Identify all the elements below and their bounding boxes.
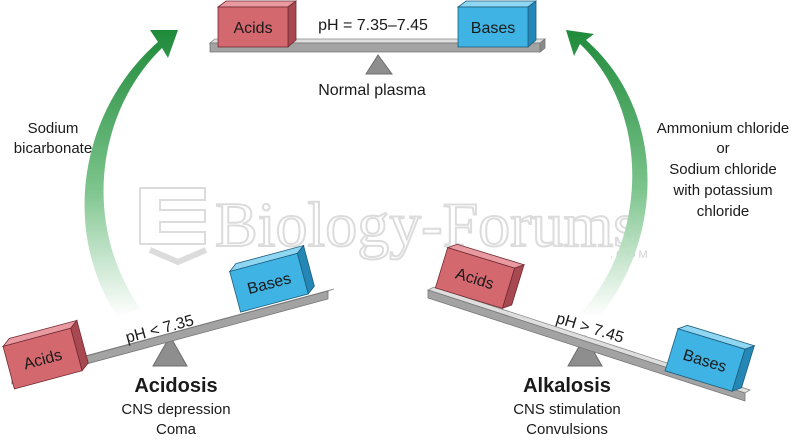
left-treatment-label: Sodium bicarbonate	[14, 120, 92, 157]
right-treatment-line-5: chloride	[697, 203, 750, 220]
alkalosis-balance: Acids Bases pH > 7.45 Alkalosis CNS stim…	[426, 243, 756, 438]
acidosis-title: Acidosis	[134, 375, 217, 397]
left-treatment-line-1: Sodium	[28, 120, 79, 137]
right-treatment-label: Ammonium chloride or Sodium chloride wit…	[657, 120, 790, 220]
right-treatment-line-4: with potassium	[672, 182, 772, 199]
alkalosis-title: Alkalosis	[523, 375, 611, 397]
alkalosis-effect-1: CNS stimulation	[513, 401, 621, 418]
acidosis-effect-2: Coma	[156, 421, 197, 438]
acids-label: Acids	[233, 20, 272, 37]
left-arrow-icon	[84, 30, 178, 318]
bases-box: Bases	[664, 324, 756, 392]
normal-balance: Acids Bases pH = 7.35–7.45 Normal plasma	[208, 0, 547, 99]
left-treatment-line-2: bicarbonate	[14, 140, 92, 157]
normal-plasma-caption: Normal plasma	[318, 82, 426, 99]
fulcrum	[152, 334, 188, 367]
watermark-logo-icon	[139, 187, 208, 266]
right-treatment-line-1: Ammonium chloride	[657, 120, 790, 137]
acids-box: Acids	[216, 0, 298, 48]
watermark-text: Biology-Forums	[215, 189, 638, 260]
bases-label: Bases	[471, 20, 515, 37]
alkalosis-effect-2: Convulsions	[526, 421, 608, 438]
bases-box: Bases	[456, 0, 538, 48]
acids-box: Acids	[434, 243, 526, 309]
fulcrum	[365, 54, 393, 75]
ph-label: pH = 7.35–7.45	[318, 17, 428, 34]
watermark: Biology-Forums .COM	[139, 187, 648, 266]
acidosis-balance: Acids Bases pH < 7.35 Acidosis CNS depre…	[1, 244, 335, 438]
right-treatment-line-2: or	[716, 140, 729, 157]
acidosis-effect-1: CNS depression	[121, 401, 230, 418]
right-treatment-line-3: Sodium chloride	[669, 161, 777, 178]
acids-box: Acids	[1, 319, 89, 390]
bases-box: Bases	[228, 244, 315, 313]
right-arrow-icon	[566, 30, 648, 318]
